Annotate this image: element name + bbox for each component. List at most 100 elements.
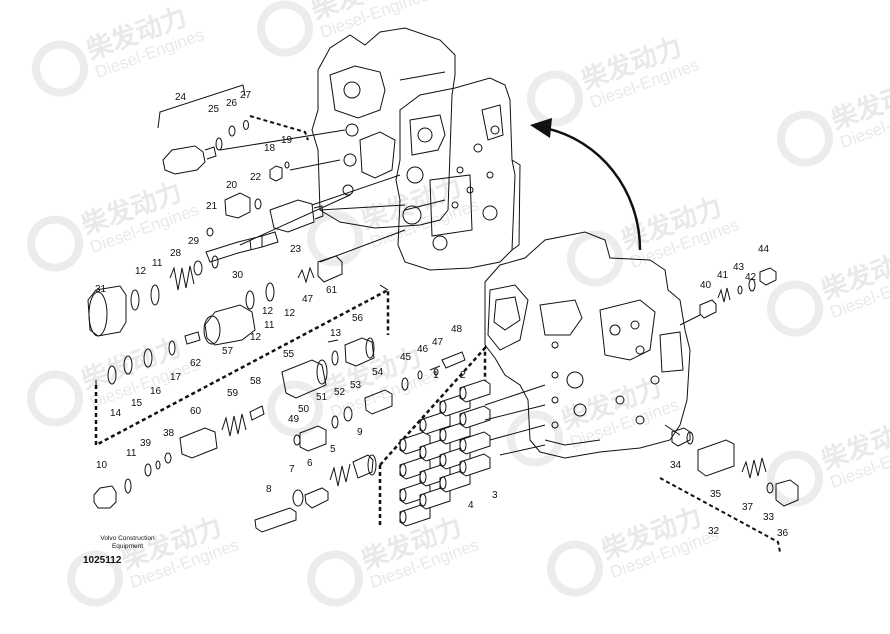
part-number-label: 11: [264, 320, 275, 331]
spool-part: [459, 431, 491, 455]
spool-end: [399, 510, 407, 524]
part-number-label: 47: [302, 294, 314, 305]
spool-part: [459, 405, 491, 429]
part-number-label: 44: [758, 244, 770, 255]
watermark-logo-icon: [777, 110, 834, 167]
part-number-label: 46: [417, 344, 429, 355]
spool-end: [459, 386, 467, 400]
part-number-label: 51: [316, 392, 328, 403]
part-number-label: 36: [777, 528, 789, 539]
spool-end: [419, 445, 427, 459]
parts-55-56-13: [281, 337, 375, 399]
part-number-label: 19: [281, 135, 293, 146]
part-number-label: 13: [330, 328, 342, 339]
spool-end: [439, 453, 447, 467]
part-number-label: 37: [742, 502, 754, 513]
spool-end: [419, 493, 427, 507]
parts-49-54: [293, 351, 466, 452]
watermark-logo-icon: [267, 380, 324, 437]
part-number-label: 4: [468, 500, 474, 511]
part-number-label: 18: [264, 143, 276, 154]
part-number-label: 11: [126, 448, 137, 459]
part-number-label: 55: [283, 349, 295, 360]
company-name-line2: Equipment: [111, 543, 144, 550]
part-number-label: 16: [150, 386, 162, 397]
drawing-number: 1025112: [83, 555, 122, 566]
part-number-label: 14: [110, 408, 122, 419]
part-number-label: 29: [188, 236, 200, 247]
part-number-label: 9: [357, 427, 363, 438]
part-number-label: 35: [710, 489, 722, 500]
spool-end: [439, 428, 447, 442]
part-number-label: 32: [708, 526, 720, 537]
part-number-label: 5: [330, 444, 336, 455]
part-number-label: 30: [232, 270, 244, 281]
part-number-label: 52: [334, 387, 346, 398]
spool-end: [399, 488, 407, 502]
part-number-label: 28: [170, 248, 182, 259]
dashed-assembly-frame-left: [94, 284, 390, 448]
spool-part: [459, 379, 491, 403]
part-number-label: 33: [763, 512, 775, 523]
part-number-label: 41: [717, 270, 729, 281]
lower-valve-housing: [484, 231, 691, 459]
upper-valve-front-block: [395, 77, 521, 271]
part-number-label: 59: [227, 388, 239, 399]
part-number-label: 22: [250, 172, 262, 183]
part-number-label: 23: [290, 244, 302, 255]
spool-part: [459, 453, 491, 477]
watermark-logo-icon: [257, 0, 314, 57]
spool-end: [459, 412, 467, 426]
part-number-label: 53: [350, 380, 362, 391]
part-number-label: 12: [135, 266, 147, 277]
part-number-label: 7: [289, 464, 295, 475]
parts-58-60: [164, 405, 265, 464]
part-group-32: [659, 427, 799, 553]
part-number-label: 45: [400, 352, 412, 363]
part-number-label: 15: [131, 398, 143, 409]
watermark-logo-icon: [767, 280, 824, 337]
part-number-label: 2: [460, 370, 466, 381]
spool-end: [419, 418, 427, 432]
spool-end: [419, 470, 427, 484]
part-number-label: 62: [190, 358, 202, 369]
part-number-label: 57: [222, 346, 234, 357]
parts-18-22: [169, 129, 406, 291]
part-number-label: 54: [372, 367, 384, 378]
spool-set-1-4: [399, 379, 491, 527]
part-number-label: 26: [226, 98, 238, 109]
assembly-direction-arrow: [530, 118, 642, 251]
part-number-label: 48: [451, 324, 463, 335]
part-number-label: 25: [208, 104, 220, 115]
part-number-label: 6: [307, 458, 313, 469]
part-number-label: 17: [170, 372, 182, 383]
assembly-leader-lines: [484, 314, 701, 456]
parts-5-9: [254, 454, 377, 533]
spool-end: [439, 476, 447, 490]
watermark-logo-icon: [307, 210, 364, 267]
part-number-label: 47: [432, 337, 444, 348]
parts-57-62: [107, 282, 275, 385]
watermark-logo-icon: [547, 540, 604, 597]
part-number-label: 31: [95, 284, 107, 295]
part-number-label: 56: [352, 313, 364, 324]
part-number-label: 49: [288, 414, 300, 425]
part-number-label: 12: [284, 308, 296, 319]
part-number-label: 61: [326, 285, 338, 296]
spool-end: [399, 463, 407, 477]
part-number-label: 10: [96, 460, 108, 471]
watermark-logo-icon: [527, 70, 584, 127]
part-group-24: [157, 84, 309, 175]
